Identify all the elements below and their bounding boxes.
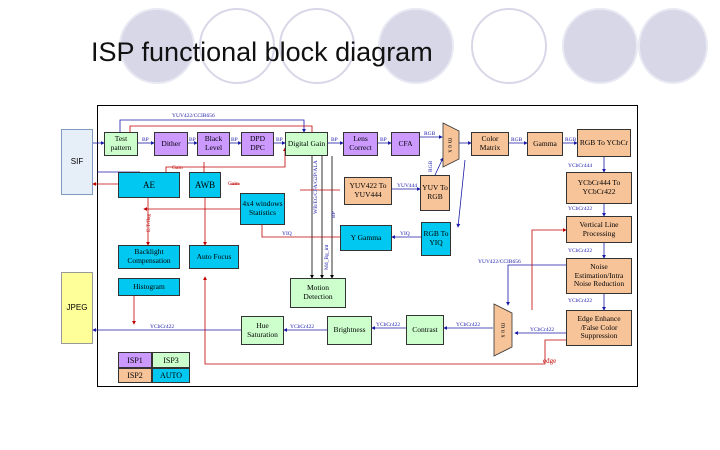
windows-statistics-block: 4x4 windows Statistics — [240, 193, 285, 225]
contrast-block: Contrast — [406, 315, 444, 345]
yuv422-to-yuv444-block: YUV422 To YUV444 — [344, 177, 392, 205]
digital-gain-block: Digital Gain — [285, 132, 328, 156]
label-ycbcr422-a: YCbCr422 — [568, 206, 593, 212]
label-ycbcr422-c: YCbCr422 — [568, 298, 593, 304]
decor-circle-6 — [562, 8, 638, 84]
mux-top — [442, 122, 460, 168]
label-rgb-2: RGB — [511, 137, 523, 143]
rgb-to-ycbcr-block: RGB To YCbCr — [577, 129, 631, 157]
label-yiq-1: YIQ — [400, 231, 410, 237]
label-yiq-2: YIQ — [282, 231, 292, 237]
page-title: ISP functional block diagram — [91, 37, 433, 67]
mux-top-label: m u x — [446, 137, 454, 153]
label-yuv444: YUV444 — [397, 183, 418, 189]
sif-block: SIF — [61, 129, 93, 195]
label-bp-3: BP — [231, 137, 238, 143]
rgb-to-yiq-block: RGB To YIQ — [421, 222, 451, 256]
label-yuv422-top: YUV422/CCIR656 — [172, 113, 215, 119]
awb-block: AWB — [189, 172, 221, 198]
mux-bottom-label: m u x — [499, 322, 507, 338]
label-edge: edge — [543, 357, 557, 365]
ae-block: AE — [118, 172, 180, 198]
vertical-line-processing-block: Vertical Line Processing — [566, 216, 632, 243]
label-bp-1: BP — [142, 137, 149, 143]
ycbcr444-to-422-block: YCbCr444 To YCbCr422 — [566, 172, 632, 204]
hue-saturation-block: Hue Saturation — [241, 316, 284, 345]
yuv-to-rgb-block: YUV To RGB — [420, 175, 450, 211]
legend-auto: AUTO — [152, 368, 190, 383]
decor-circle-4 — [378, 8, 454, 84]
label-rgb-1: RGB — [424, 131, 436, 137]
jpeg-block: JPEG — [61, 272, 93, 344]
label-ycbcr422-g: YCbCr422 — [290, 324, 315, 330]
label-gain-2: Gain — [228, 181, 239, 187]
label-ycbcr422-f: YCbCr422 — [376, 322, 401, 328]
color-matrix-block: Color Matrix — [471, 132, 509, 156]
label-ycbcr444: YCbCr444 — [568, 163, 593, 169]
dither-block: Dither — [154, 132, 188, 156]
label-ycbcr422-h: YCbCr422 — [150, 324, 175, 330]
histogram-block: Histogram — [118, 278, 180, 296]
mux-bottom — [493, 303, 513, 357]
edge-enhance-block: Edge Enhance /False Color Suppression — [566, 310, 632, 346]
backlight-compensation-block: Backlight Compensation — [118, 245, 180, 269]
label-ycbcr422-d: YCbCr422 — [530, 327, 555, 333]
label-bp-6: BP — [380, 137, 387, 143]
legend-isp3: ISP3 — [152, 352, 190, 368]
decor-circle-7 — [638, 8, 708, 84]
label-md-vert: Md_Bg_int — [324, 244, 330, 270]
label-bp-vert: BP — [331, 211, 337, 218]
label-rgb-3: RGB — [565, 137, 577, 143]
auto-focus-block: Auto Focus — [189, 245, 239, 269]
label-gain-1: Gain — [172, 165, 183, 171]
lens-correct-block: Lens Correct — [343, 132, 378, 156]
decor-circle-3 — [279, 8, 355, 84]
brightness-block: Brightness — [327, 316, 372, 345]
gamma-block: Gamma — [527, 132, 563, 156]
decor-circle-2 — [199, 8, 275, 84]
label-bp-5: BP — [331, 137, 338, 143]
black-level-block: Black Level — [197, 132, 230, 156]
label-rgb-vert: RGB — [428, 160, 434, 172]
cfa-block: CFA — [391, 132, 420, 156]
label-bp-4: BP — [276, 137, 283, 143]
decor-circle-5 — [471, 8, 547, 84]
noise-reduction-block: Noise Estimation/Intra Noise Reduction — [566, 258, 632, 294]
label-wb-vert: WB/EG/CFA/G2P/ALA — [313, 160, 319, 214]
decor-circle-1 — [119, 8, 195, 84]
legend-isp1: ISP1 — [118, 352, 152, 368]
dpd-dpc-block: DPD DPC — [241, 132, 274, 156]
y-gamma-block: Y Gamma — [340, 225, 392, 251]
motion-detection-block: Motion Detection — [290, 278, 346, 308]
label-etflag: E.T/flag — [146, 213, 152, 232]
test-pattern-block: Test pattern — [104, 132, 138, 156]
label-bp-2: BP — [189, 137, 196, 143]
label-ycbcr422-b: YCbCr422 — [568, 248, 593, 254]
label-ycbcr422-e: YCbCr422 — [456, 322, 481, 328]
label-yuv422-mid: YUV422/CCIR656 — [478, 259, 521, 265]
legend-isp2: ISP2 — [118, 368, 152, 383]
